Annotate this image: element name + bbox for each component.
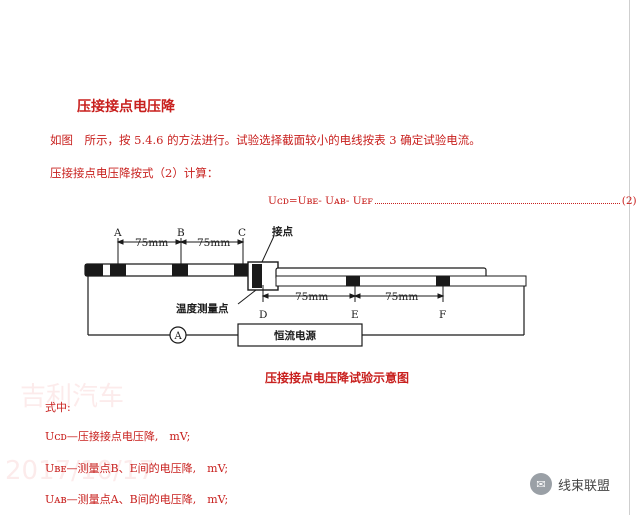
circuit-loop [87,276,525,336]
legend-def-1: Uᴄᴅ—压接接点电压降, mV; [45,430,191,443]
label-e: E [351,309,359,321]
paragraph-line-1: 如图 所示，按 5.4.6 的方法进行。试验选择截面较小的电线按表 3 确定试验… [50,133,481,147]
section-heading: 压接接点电压降 [77,99,175,115]
temp-leader [237,289,257,305]
power-supply-label: 恒流电源 [274,329,316,342]
formula: Uᴄᴅ=Uʙᴇ- Uᴀʙ- Uᴇꜰ (2) [268,195,637,207]
span-top-1: 75mm [135,237,168,249]
label-c: C [238,227,246,239]
wire-left [84,263,264,277]
label-a: A [113,227,122,239]
label-f: F [439,309,446,321]
chat-bubble-icon: ✉ [530,473,552,495]
brand-badge[interactable]: ✉ 线束联盟 [530,473,610,495]
span-bottom-1: 75mm [295,291,328,303]
formula-number: (2) [621,195,637,207]
span-bottom-2: 75mm [385,291,418,303]
formula-expression: Uᴄᴅ=Uʙᴇ- Uᴀʙ- Uᴇꜰ [268,195,373,207]
figure-caption: 压接接点电压降试验示意图 [265,371,410,385]
legend-def-3: Uᴀʙ—测量点A、B间的电压降, mV; [45,493,229,506]
ammeter-icon [169,326,187,344]
label-b: B [177,227,185,239]
ammeter-symbol: A [174,331,183,342]
span-top-2: 75mm [197,237,230,249]
formula-leader-dots [374,195,620,204]
wire-right [275,267,527,287]
legend-where: 式中: [45,401,71,414]
page-edge [629,0,640,515]
joint-leader [261,235,275,263]
joint-label: 接点 [272,225,293,238]
label-d: D [259,309,267,321]
paragraph-line-2: 压接接点电压降按式（2）计算： [50,166,219,180]
brand-name: 线束联盟 [558,478,611,494]
power-supply-box [237,323,363,347]
legend-def-2: Uʙᴇ—测量点B、E间的电压降, mV; [45,462,229,475]
temp-point-label: 温度测量点 [176,302,229,315]
